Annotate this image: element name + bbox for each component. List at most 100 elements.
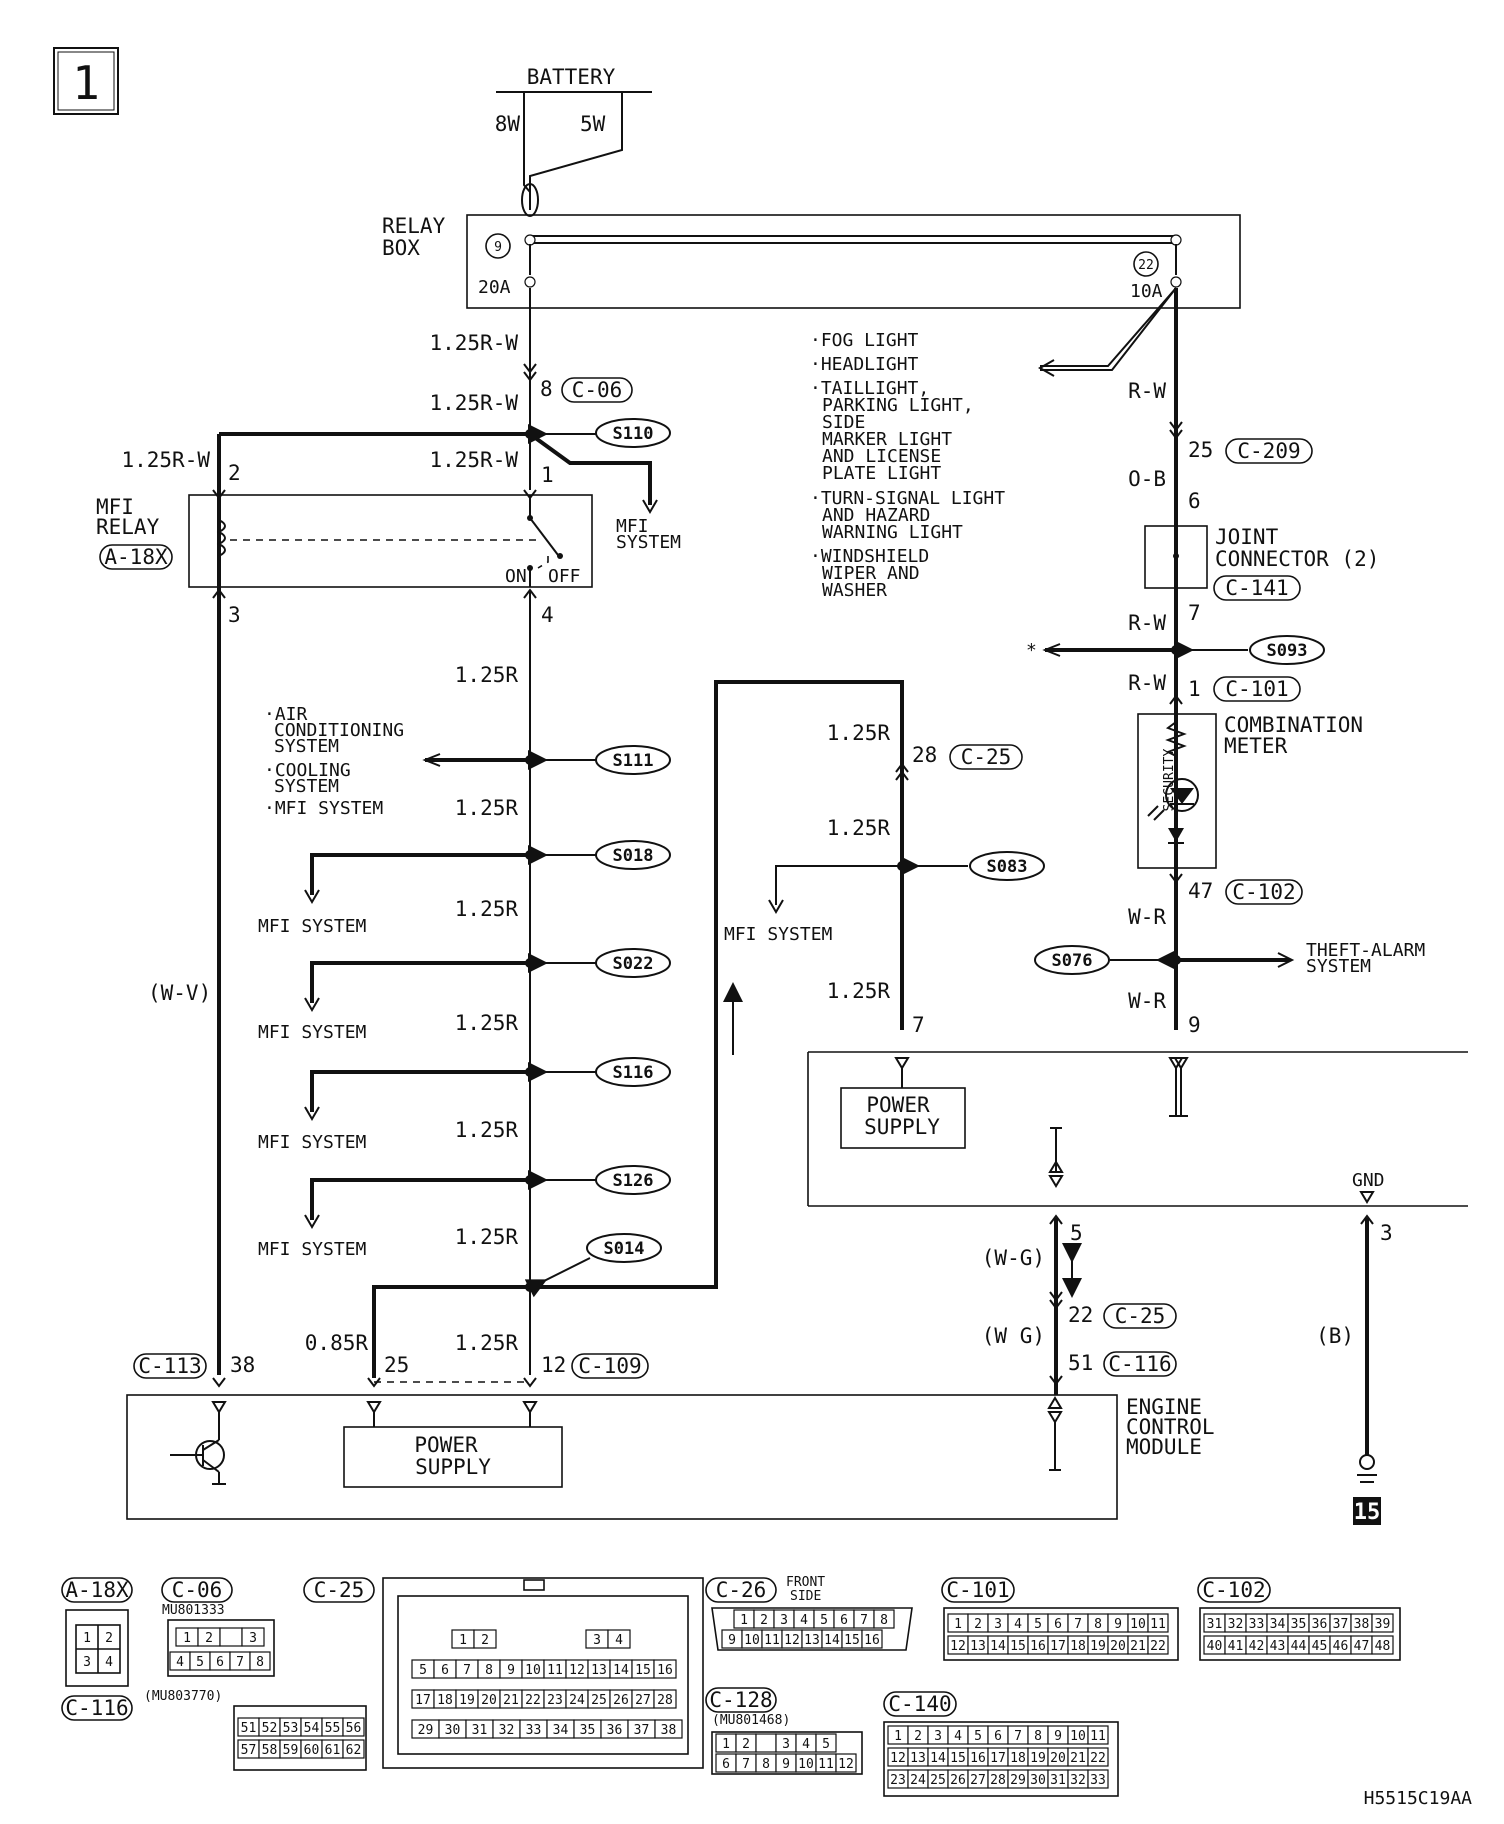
c140-pin-cell — [1087, 1769, 1109, 1789]
c128-pin-cell — [835, 1753, 857, 1773]
meter-gnd: GND — [1352, 1170, 1385, 1191]
right-column: ·FOG LIGHT ·HEADLIGHT ·TAILLIGHT, PARKIN… — [810, 287, 1425, 1117]
wire-label-w-g-1: (W-G) — [982, 1246, 1045, 1270]
s111-target-5: SYSTEM — [274, 776, 339, 797]
c116-pin-label: 56 — [346, 1721, 362, 1736]
rc-wire-w-r-b: W-R — [1128, 989, 1166, 1013]
fuse-target-13: WIPER AND — [822, 563, 920, 584]
mfi-system-s018: MFI SYSTEM — [258, 916, 367, 937]
s111-target-2: CONDITIONING — [274, 720, 404, 741]
c140-pin-label: 17 — [990, 1751, 1006, 1766]
rc-pin-47: 47 — [1188, 879, 1213, 903]
c116-pin-label: 53 — [283, 1721, 299, 1736]
c140-pin-label: 1 — [894, 1729, 902, 1744]
c140-pin-label: 15 — [950, 1751, 966, 1766]
c140-pin-label: 28 — [990, 1773, 1006, 1788]
c102-pin-label: 39 — [1375, 1617, 1391, 1632]
splice-s116: S116 — [613, 1063, 654, 1083]
c25-pin-label: 16 — [657, 1663, 673, 1678]
c26-pin-label: 8 — [880, 1613, 888, 1628]
fuse-target-2: ·HEADLIGHT — [810, 354, 919, 375]
fuse-9-number: 9 — [494, 240, 502, 255]
c25-pin-label: 29 — [418, 1723, 434, 1738]
c140-pin-label: 33 — [1090, 1773, 1106, 1788]
c06-pin-label: 8 — [256, 1655, 264, 1670]
c102-pin-label: 31 — [1207, 1617, 1223, 1632]
c140-pin-label: 27 — [970, 1773, 986, 1788]
fuse-target-12: ·WINDSHIELD — [810, 546, 929, 567]
rc-conn-c-102: C-102 — [1232, 880, 1295, 904]
page-number: 1 — [72, 56, 100, 110]
mfi-system-branch-1: MFI — [616, 516, 649, 537]
fuse-target-1: ·FOG LIGHT — [810, 330, 919, 351]
c25-pin-label: 38 — [661, 1723, 677, 1738]
c140-pin-label: 32 — [1070, 1773, 1086, 1788]
fuse-22-number: 22 — [1138, 258, 1154, 273]
conn-c-113: C-113 — [138, 1354, 201, 1378]
wg-pin-51: 51 — [1068, 1351, 1093, 1375]
c26-pin-label: 6 — [840, 1613, 848, 1628]
fuse-target-6: MARKER LIGHT — [822, 429, 952, 450]
fuse-target-14: WASHER — [822, 580, 887, 601]
c25-pin-label: 15 — [635, 1663, 651, 1678]
c140-pin-label: 31 — [1050, 1773, 1066, 1788]
wire-085r: 0.85R — [305, 1331, 369, 1355]
c26-pin-label: 14 — [824, 1633, 840, 1648]
ecm-pin-25: 25 — [384, 1353, 409, 1377]
c140-pin-label: 30 — [1030, 1773, 1046, 1788]
c25-pin-label: 32 — [499, 1723, 515, 1738]
c128-pin-label: 3 — [782, 1737, 790, 1752]
c101-pin-label: 5 — [1034, 1617, 1042, 1632]
c26-pin-cell — [873, 1609, 895, 1629]
mid-wire-125r-a: 1.25R — [827, 721, 891, 745]
c25-pin-label: 6 — [441, 1663, 449, 1678]
meter-power-supply-2: SUPPLY — [864, 1115, 940, 1139]
c140-pin-label: 19 — [1030, 1751, 1046, 1766]
c128-part: (MU801468) — [712, 1713, 790, 1728]
c101-pin-label: 20 — [1110, 1639, 1126, 1654]
c26-pin-label: 16 — [864, 1633, 880, 1648]
fuse-target-7: AND LICENSE — [822, 446, 941, 467]
relay-off: OFF — [548, 566, 581, 587]
relay-pin-1: 1 — [541, 463, 554, 487]
c116-pin-label: 52 — [262, 1721, 278, 1736]
mid-mfi-system: MFI SYSTEM — [724, 924, 833, 945]
wire-label-1-25r-w-c: 1.25R-W — [121, 448, 210, 472]
c128-pin-label: 8 — [762, 1757, 770, 1772]
c102-pin-label: 42 — [1249, 1639, 1265, 1654]
c25-pin-cell — [607, 1629, 631, 1649]
joint-connector-1: JOINT — [1215, 525, 1279, 549]
ecm-label-3: MODULE — [1126, 1435, 1202, 1459]
cv-c-102: C-102 — [1202, 1578, 1265, 1602]
c26-pin-label: 1 — [740, 1613, 748, 1628]
mfi-relay: MFI RELAY A-18X ON OFF 3 4 — [96, 489, 593, 627]
c101-pin-label: 8 — [1094, 1617, 1102, 1632]
gnd-pin-3: 3 — [1380, 1221, 1393, 1245]
wire-125r-a: 1.25R — [455, 663, 519, 687]
relay-box-label-1: RELAY — [382, 214, 446, 238]
c102-pin-label: 34 — [1270, 1617, 1286, 1632]
c140-pin-label: 22 — [1090, 1751, 1106, 1766]
c25-pin-label: 19 — [459, 1693, 475, 1708]
battery: BATTERY 8W 5W — [495, 65, 652, 217]
c140-pin-label: 29 — [1010, 1773, 1026, 1788]
c116-pin-label: 59 — [283, 1743, 299, 1758]
c102-pin-label: 32 — [1228, 1617, 1244, 1632]
ecm-label-1: ENGINE — [1126, 1395, 1202, 1419]
c140-pin-label: 11 — [1090, 1729, 1106, 1744]
fuse-target-3: ·TAILLIGHT, — [810, 378, 929, 399]
c25-pin-label: 37 — [634, 1723, 650, 1738]
rc-pin-1: 1 — [1188, 677, 1201, 701]
c102-pin-label: 44 — [1291, 1639, 1307, 1654]
wire-w-g: 5 (W-G) 22 C-25 (W G) 51 C-116 — [982, 1214, 1177, 1395]
c101-pin-cell — [1147, 1635, 1169, 1655]
wire-125r-b: 1.25R — [455, 796, 519, 820]
mid-wire-125r-c: 1.25R — [827, 979, 891, 1003]
c26-pin-label: 9 — [728, 1633, 736, 1648]
meter-power-supply-1: POWER — [866, 1093, 930, 1117]
middle-column: 1.25R 28 C-25 1.25R MFI SYSTEM S083 1.25… — [724, 721, 1045, 1037]
cv-c-140: C-140 — [888, 1692, 951, 1716]
c26-note-1: FRONT — [786, 1575, 825, 1590]
c116-pin-cell — [342, 1739, 365, 1759]
c101-pin-label: 15 — [1010, 1639, 1026, 1654]
